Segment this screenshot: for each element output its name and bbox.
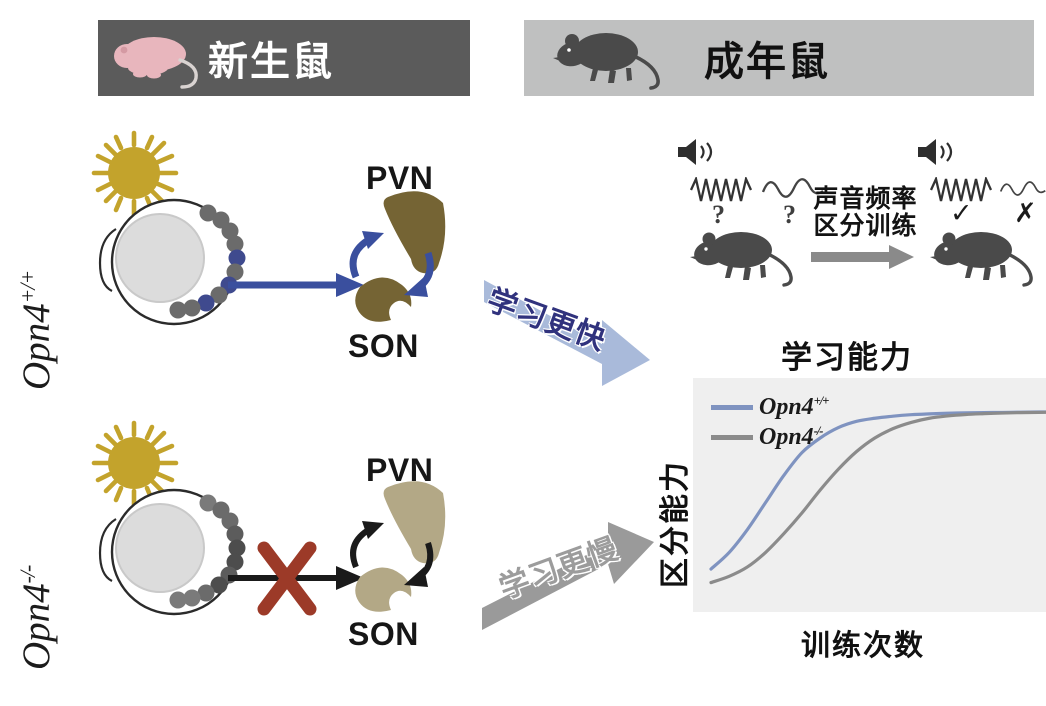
adult-mouse-silhouette-icon <box>553 33 660 90</box>
check-mark-high-freq: ✓ <box>950 198 973 228</box>
mouse-before-training-icon <box>690 232 793 287</box>
arrow-head-down <box>404 277 428 297</box>
pvn-label-wildtype: PVN <box>366 160 434 196</box>
chart-series-knockout <box>709 410 1046 585</box>
sun-icon <box>91 130 179 218</box>
genotype-base-wt: Opn4 <box>15 303 58 390</box>
pvn-shape-wildtype <box>383 191 446 274</box>
chart-y-axis-label: 区分能力 <box>659 460 692 588</box>
circuit-diagram-wildtype <box>91 130 446 326</box>
legend-item-knockout: Opn4-/- <box>711 424 823 451</box>
arrow-head-up <box>362 521 384 539</box>
high-frequency-wave-before-icon <box>690 177 752 202</box>
genotype-sup-ko: -/- <box>16 565 40 584</box>
low-frequency-wave-after-icon <box>1000 181 1046 196</box>
speaker-icon <box>678 139 713 165</box>
question-mark-low-freq: ? <box>783 200 796 229</box>
pvn-label-knockout: PVN <box>366 452 434 488</box>
learning-curve-chart: 学习能力 区分能力 Opn4+/+ Opn4-/- 训练次数 <box>648 330 1046 670</box>
circuit-diagram-knockout <box>91 420 446 616</box>
eye-retina-icon <box>98 488 246 616</box>
legend-label-knockout: Opn4-/- <box>759 424 823 450</box>
son-shape-knockout <box>355 567 412 612</box>
arrow-head-up <box>362 231 384 249</box>
training-caption-line2: 区分训练 <box>813 212 918 240</box>
banner-neonatal: 新生鼠 <box>98 20 470 96</box>
low-frequency-wave-before-icon <box>762 178 824 198</box>
genotype-label-knockout: Opn4-/- <box>14 566 59 670</box>
speaker-icon-after <box>918 139 953 165</box>
chart-plot-area <box>693 378 1046 612</box>
chart-x-axis-label: 训练次数 <box>800 630 925 662</box>
transition-arrow-slower <box>482 522 654 630</box>
mouse-after-training-icon <box>930 232 1033 287</box>
pink-neonatal-mouse-icon <box>114 37 198 89</box>
right-arrow-icon <box>811 245 914 269</box>
legend-swatch-knockout <box>711 435 753 440</box>
genotype-label-wildtype: Opn4+/+ <box>14 271 59 390</box>
sun-icon <box>91 420 179 508</box>
son-label-knockout: SON <box>348 616 419 652</box>
training-caption: 声音频率 区分训练 <box>803 186 928 240</box>
pvn-shape-knockout <box>383 481 446 564</box>
son-shape-wildtype <box>355 277 412 322</box>
banner-adult: 成年鼠 <box>524 20 1034 96</box>
legend-swatch-wildtype <box>711 405 753 410</box>
genotype-base-ko: Opn4 <box>15 583 58 670</box>
question-mark-high-freq: ? <box>712 200 725 229</box>
transition-arrow-faster <box>484 280 650 386</box>
banner-adult-label: 成年鼠 <box>704 40 830 84</box>
chart-title: 学习能力 <box>781 340 913 375</box>
legend-label-wildtype: Opn4+/+ <box>759 394 829 420</box>
genotype-sup-wt: +/+ <box>16 270 40 304</box>
training-caption-line1: 声音频率 <box>813 185 918 213</box>
cross-mark-low-freq: ✗ <box>1014 198 1037 228</box>
arrow-head-down <box>404 567 428 587</box>
chart-curves <box>709 410 1046 585</box>
high-frequency-wave-after-icon <box>930 177 992 202</box>
banner-neonatal-label: 新生鼠 <box>208 40 334 84</box>
son-label-wildtype: SON <box>348 328 419 364</box>
legend-item-wildtype: Opn4+/+ <box>711 394 829 421</box>
pathway-blocked-x-icon <box>257 541 317 616</box>
retina-to-son-arrow <box>228 273 364 297</box>
eye-retina-icon <box>98 198 246 326</box>
